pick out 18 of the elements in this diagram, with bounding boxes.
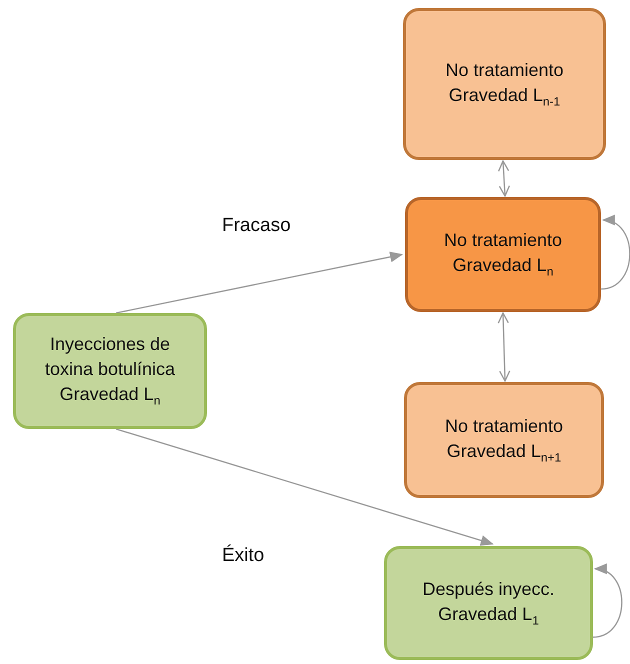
arrow xyxy=(116,252,404,314)
box-text: Inyecciones de toxina botulínica Gravedad L$_{n}$ xyxy=(44,333,176,410)
arrow xyxy=(600,216,630,290)
arrow xyxy=(498,312,510,382)
box-text: Después inyecc. Gravedad L$_{1}$ xyxy=(421,578,556,630)
process-box xyxy=(403,8,606,160)
arrow xyxy=(116,428,494,546)
process-box xyxy=(13,313,207,429)
outcome-label: Fracaso xyxy=(222,215,291,237)
process-box xyxy=(404,382,604,498)
box-text: No tratamiento Gravedad L$_{n+1}$ xyxy=(444,414,564,466)
box-text: No tratamiento Gravedad L$_{n}$ xyxy=(442,229,564,281)
arrow xyxy=(592,565,622,638)
process-box xyxy=(405,197,601,312)
box-text: No tratamiento Gravedad L$_{n-1}$ xyxy=(444,58,565,110)
outcome-label: Éxito xyxy=(222,545,264,567)
process-box xyxy=(384,546,593,660)
arrow xyxy=(498,160,510,197)
